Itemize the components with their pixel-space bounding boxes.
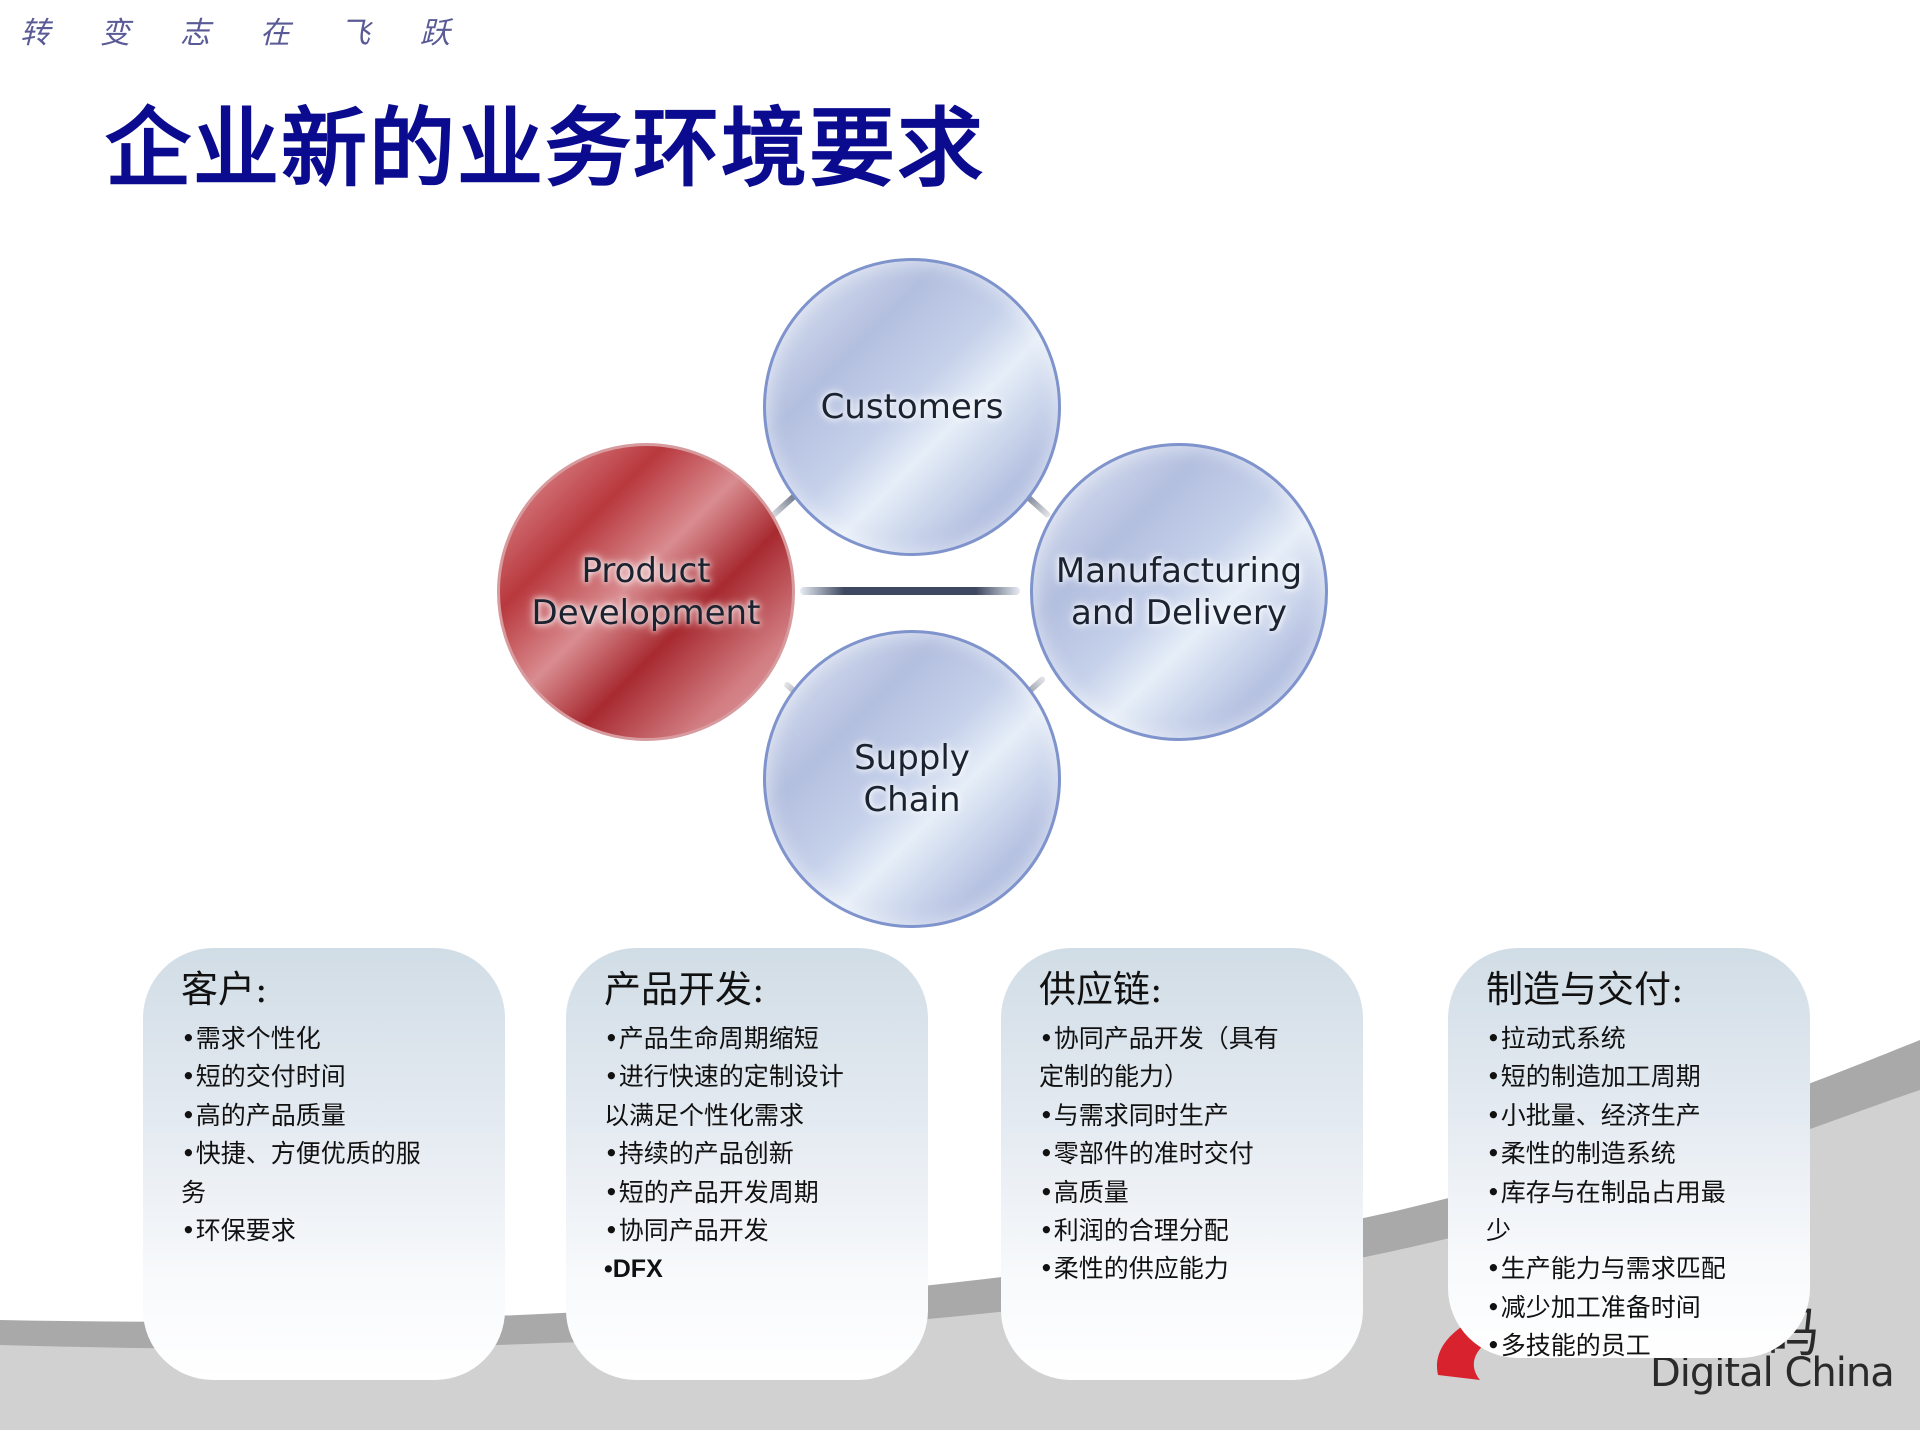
node-product-development: Product Development [497,443,795,741]
card-title: 制造与交付: [1486,968,1684,1011]
card-list: •产品生命周期缩短 •进行快速的定制设计 以满足个性化需求 •持续的产品创新 •… [604,1020,928,1289]
list-item: •DFX [604,1255,663,1284]
list-item: •小批量、经济生产 [1486,1100,1701,1130]
slogan: 转 变 志 在 飞 跃 [20,8,500,52]
list-item: •短的产品开发周期 [604,1177,819,1207]
node-label: Customers [820,387,1004,427]
list-item: •零部件的准时交付 [1039,1139,1254,1169]
list-item: •柔性的供应能力 [1039,1254,1229,1284]
list-item: 以满足个性化需求 [604,1100,805,1130]
connector-pd-md [800,587,1020,595]
card-product-development: 产品开发: •产品生命周期缩短 •进行快速的定制设计 以满足个性化需求 •持续的… [566,948,928,1380]
list-item: •与需求同时生产 [1039,1100,1229,1130]
list-item: •持续的产品创新 [604,1139,794,1169]
list-item: •环保要求 [181,1216,296,1246]
card-customers: 客户: •需求个性化 •短的交付时间 •高的产品质量 •快捷、方便优质的服 务 … [143,948,505,1380]
node-label: and Delivery [1071,593,1287,633]
list-item: 务 [181,1177,207,1207]
slogan-char: 跃 [420,16,450,51]
card-manufacturing-delivery: 制造与交付: •拉动式系统 •短的制造加工周期 •小批量、经济生产 •柔性的制造… [1448,948,1810,1360]
card-supply-chain: 供应链: •协同产品开发（具有 定制的能力） •与需求同时生产 •零部件的准时交… [1001,948,1363,1380]
card-list: •需求个性化 •短的交付时间 •高的产品质量 •快捷、方便优质的服 务 •环保要… [181,1020,505,1250]
list-item: •多技能的员工 [1486,1331,1651,1361]
list-item: •短的交付时间 [181,1062,346,1092]
list-item: •协同产品开发（具有 [1039,1024,1279,1053]
list-item: •进行快速的定制设计 [604,1062,844,1092]
card-title: 产品开发: [604,968,765,1011]
node-manufacturing-delivery: Manufacturing and Delivery [1030,443,1328,741]
list-item: •高质量 [1039,1177,1129,1207]
list-item: 定制的能力） [1039,1062,1190,1092]
list-item: •柔性的制造系统 [1486,1139,1676,1169]
list-item: •库存与在制品占用最 [1486,1177,1726,1207]
list-item: •快捷、方便优质的服 [181,1139,421,1169]
slogan-char: 志 [180,16,210,51]
node-label: Product [581,551,711,591]
slogan-char: 在 [260,16,290,51]
slogan-char: 转 [20,16,50,51]
list-item: •拉动式系统 [1486,1024,1626,1053]
list-item: •利润的合理分配 [1039,1216,1229,1246]
node-label: Supply [854,738,970,778]
list-item: •高的产品质量 [181,1100,346,1130]
card-list: •拉动式系统 •短的制造加工周期 •小批量、经济生产 •柔性的制造系统 •库存与… [1486,1020,1810,1366]
list-item: 少 [1486,1216,1512,1246]
slogan-char: 变 [100,16,130,51]
node-customers: Customers [763,258,1061,556]
node-label: Development [531,593,761,633]
list-item: •需求个性化 [181,1024,321,1053]
card-list: •协同产品开发（具有 定制的能力） •与需求同时生产 •零部件的准时交付 •高质… [1039,1020,1363,1289]
card-title: 客户: [181,968,268,1011]
list-item: •产品生命周期缩短 [604,1024,819,1053]
card-title: 供应链: [1039,968,1163,1011]
node-supply-chain: Supply Chain [763,630,1061,928]
list-item: •协同产品开发 [604,1216,769,1246]
list-item: •短的制造加工周期 [1486,1062,1701,1092]
list-item: •减少加工准备时间 [1486,1292,1701,1322]
slogan-char: 飞 [340,16,370,51]
node-label: Manufacturing [1055,551,1303,591]
page-title: 企业新的业务环境要求 [105,98,985,199]
relationship-diagram: Customers Product Development Manufactur… [497,258,1328,928]
list-item: •生产能力与需求匹配 [1486,1254,1726,1284]
node-label: Chain [863,780,961,820]
